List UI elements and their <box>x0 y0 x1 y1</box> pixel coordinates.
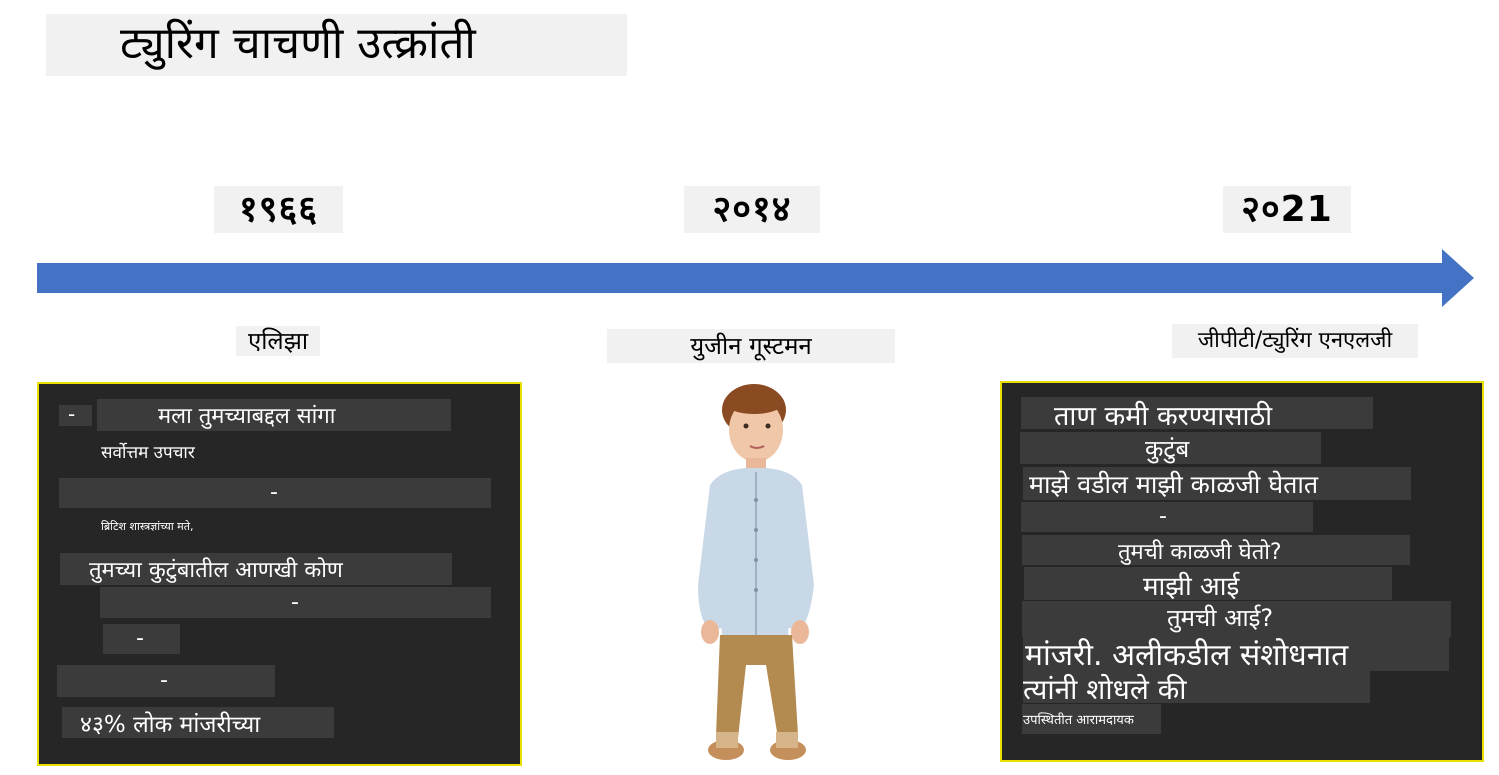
eliza-line: मला तुमच्याबद्दल सांगा <box>158 404 336 429</box>
text-strip <box>1023 671 1370 703</box>
text-strip <box>1023 467 1411 500</box>
text-strip <box>1021 397 1373 429</box>
gpt-line: उपस्थितीत आरामदायक <box>1023 713 1134 728</box>
gpt-line: माझी आई <box>1143 572 1240 602</box>
year-box-2014: २०१४ <box>684 186 820 233</box>
text-strip <box>1023 635 1449 671</box>
timeline-arrow <box>37 249 1474 307</box>
text-strip <box>59 405 92 426</box>
gpt-line: - <box>1159 504 1167 529</box>
label-eliza: एलिझा <box>247 327 309 355</box>
year-label-1966: १९६६ <box>239 189 318 230</box>
label-eugene-goostman: युजीन गूस्टमन <box>690 332 812 360</box>
label-gpt-turing-nlg: जीपीटी/ट्युरिंग एनएलजी <box>1197 328 1393 353</box>
text-strip <box>1020 432 1321 464</box>
eliza-line: तुमच्या कुटुंबातील आणखी कोण <box>89 558 343 583</box>
page-title: ट्युरिंग चाचणी उत्क्रांती <box>120 18 476 69</box>
text-strip <box>59 478 491 508</box>
text-strip <box>1024 567 1392 600</box>
gpt-line: त्यांनी शोधले की <box>1023 673 1187 706</box>
timeline-arrow-head <box>1442 249 1474 307</box>
eliza-line: ४३% लोक मांजरीच्या <box>80 712 261 738</box>
gpt-line: मांजरी. अलीकडील संशोधनात <box>1025 638 1349 673</box>
text-strip <box>1022 535 1410 565</box>
year-box-2021: २०21 <box>1223 186 1351 233</box>
eliza-line: ब्रिटिश शास्त्रज्ञांच्या मते, <box>101 520 194 533</box>
text-strip <box>60 553 452 585</box>
gpt-line: ताण कमी करण्यासाठी <box>1054 401 1273 432</box>
eliza-line: - <box>160 668 168 693</box>
year-label-2021: २०21 <box>1241 189 1333 230</box>
text-strip <box>97 399 451 431</box>
timeline-arrow-shaft <box>37 263 1447 293</box>
text-strip <box>1021 502 1313 532</box>
gpt-line: कुटुंब <box>1145 435 1190 463</box>
eliza-line: सर्वोत्तम उपचार <box>101 443 195 463</box>
text-strip <box>1022 704 1161 734</box>
year-label-2014: २०१४ <box>712 189 792 230</box>
eliza-line: - <box>270 480 278 505</box>
text-strip <box>62 707 334 738</box>
gpt-line: तुमची काळजी घेतो? <box>1118 540 1282 565</box>
text-strip <box>1022 601 1451 637</box>
label-box-eugene: युजीन गूस्टमन <box>607 329 895 363</box>
title-background <box>46 14 627 76</box>
label-box-eliza: एलिझा <box>236 326 320 356</box>
eliza-line: - <box>68 402 76 426</box>
gpt-line: तुमची आई? <box>1167 604 1274 632</box>
label-box-gpt: जीपीटी/ट्युरिंग एनएलजी <box>1172 324 1418 358</box>
text-strip <box>57 665 275 697</box>
gpt-line: माझे वडील माझी काळजी घेतात <box>1029 470 1319 499</box>
eliza-line: - <box>291 590 299 615</box>
text-strip <box>100 587 491 618</box>
eliza-line: - <box>136 626 144 651</box>
year-box-1966: १९६६ <box>214 186 343 233</box>
text-strip <box>103 624 180 654</box>
boy-photo-icon <box>698 384 814 760</box>
